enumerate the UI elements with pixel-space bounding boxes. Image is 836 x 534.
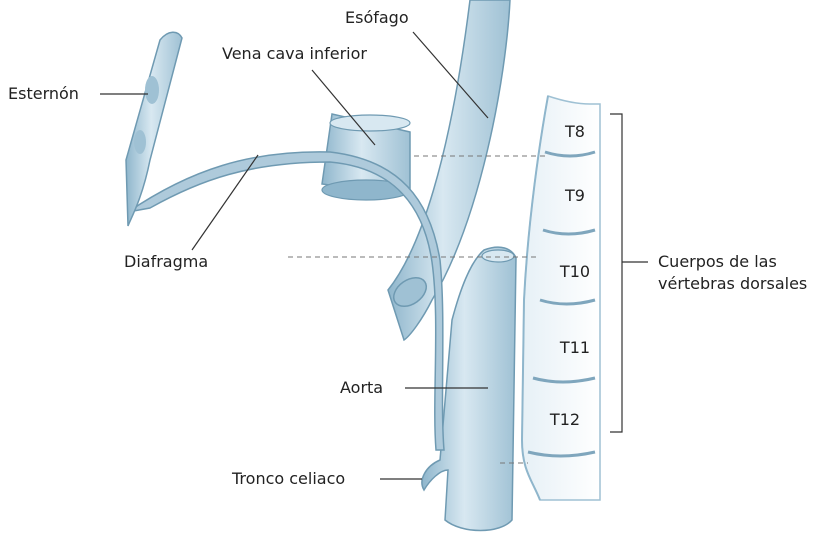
vertebrae-label-line2: vértebras dorsales — [658, 274, 807, 294]
vertebra-t11-label: T11 — [550, 338, 600, 358]
esophagus-label: Esófago — [345, 8, 409, 28]
vertebra-t9-label: T9 — [550, 186, 600, 206]
diaphragm-label: Diafragma — [124, 252, 208, 272]
vertebrae-label-line1: Cuerpos de las — [658, 252, 777, 272]
vertebral-column — [522, 96, 600, 500]
vena-cava-label: Vena cava inferior — [222, 44, 367, 64]
sternum-label: Esternón — [8, 84, 79, 104]
celiac-trunk-label: Tronco celiaco — [232, 469, 345, 489]
aorta-label: Aorta — [340, 378, 383, 398]
vertebra-t10-label: T10 — [550, 262, 600, 282]
vertebra-t12-label: T12 — [540, 410, 590, 430]
vertebra-t8-label: T8 — [550, 122, 600, 142]
